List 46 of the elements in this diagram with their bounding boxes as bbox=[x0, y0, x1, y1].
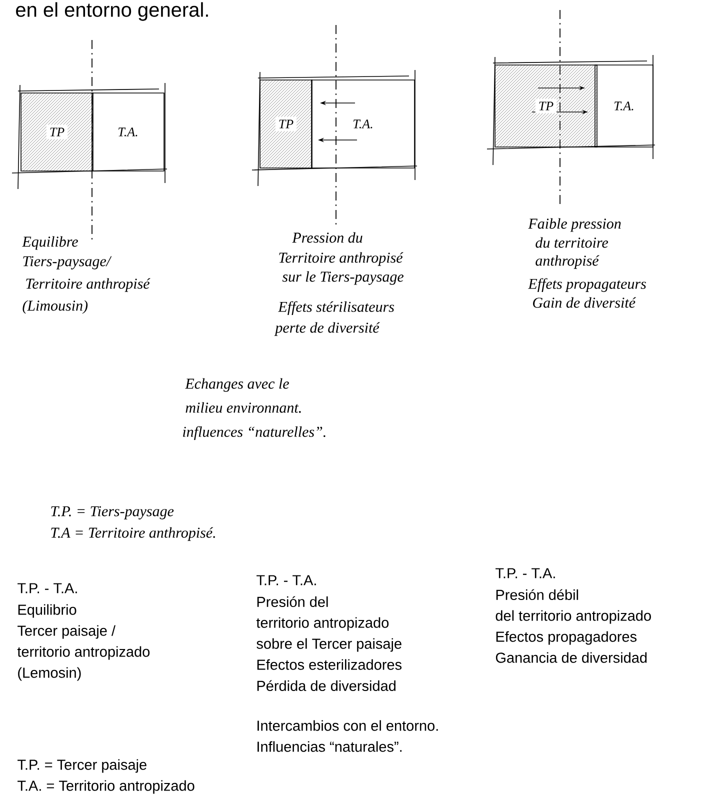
handwritten-note: (Limousin) bbox=[22, 300, 88, 314]
handwritten-note: Gain de diversité bbox=[533, 297, 636, 308]
caption-line: territorio antropizado bbox=[256, 617, 389, 631]
handwritten-note: Equilibre bbox=[22, 236, 78, 250]
caption-line: Presión del bbox=[257, 596, 328, 608]
caption-line: Influencias “naturales”. bbox=[258, 741, 402, 752]
caption-line: T.P. = Tercer paisaje bbox=[18, 759, 146, 773]
caption-line: Equilibrio bbox=[18, 604, 76, 618]
area-box: T.A. bbox=[311, 80, 415, 168]
handwritten-note: Territoire anthropisé bbox=[279, 252, 404, 266]
handwritten-note: Effets propagateurs bbox=[528, 278, 646, 292]
caption-line: Intercambios con el entorno. bbox=[258, 720, 438, 731]
caption-line: territorio antropizado bbox=[17, 646, 150, 660]
handwritten-note: T.A = Territoire anthropisé. bbox=[51, 527, 215, 541]
caption-line: Efectos esterilizadores bbox=[257, 659, 402, 670]
caption-line: Tercer paisaje / bbox=[18, 625, 116, 639]
hatched-area: TP bbox=[260, 80, 312, 168]
caption-line: del territorio antropizado bbox=[496, 610, 651, 624]
handwritten-note: anthropisé bbox=[536, 255, 600, 269]
caption-line: T.P. - T.A. bbox=[18, 583, 77, 594]
area-box: T.A. bbox=[594, 64, 654, 148]
heading-fragment: en el entorno general. bbox=[16, 2, 208, 21]
caption-line: Ganancia de diversidad bbox=[496, 652, 647, 663]
handwritten-note: Territoire anthropisé bbox=[26, 278, 150, 292]
handwritten-note: Echanges avec le bbox=[185, 378, 289, 392]
hatched-area: TP bbox=[494, 64, 598, 148]
handwritten-note: milieu environnant. bbox=[186, 402, 301, 413]
handwritten-note: T.P. = Tiers-paysage bbox=[51, 506, 174, 520]
caption-line: Pérdida de diversidad bbox=[257, 680, 396, 692]
caption-line: T.P. - T.A. bbox=[256, 575, 316, 586]
handwritten-note: Effets stérilisateurs bbox=[278, 301, 394, 315]
area-box: T.A. bbox=[92, 92, 164, 172]
caption-line: Presión débil bbox=[496, 589, 578, 600]
caption-line: Efectos propagadores bbox=[496, 631, 637, 645]
handwritten-note: Tiers-paysage/ bbox=[23, 256, 112, 270]
handwritten-note: Faible pression bbox=[528, 218, 621, 232]
caption-line: T.A. = Territorio antropizado bbox=[18, 780, 194, 794]
caption-line: (Lemosin) bbox=[18, 667, 81, 681]
hatched-area: TP bbox=[20, 92, 94, 172]
handwritten-note: du territoire bbox=[536, 237, 608, 248]
handwritten-note: influences “naturelles”. bbox=[183, 426, 326, 440]
caption-line: sobre el Tercer paisaje bbox=[256, 638, 402, 652]
handwritten-note: sur le Tiers-paysage bbox=[282, 271, 404, 285]
caption-line: T.P. - T.A. bbox=[496, 568, 555, 578]
handwritten-note: Pression du bbox=[292, 232, 362, 243]
handwritten-note: perte de diversité bbox=[274, 322, 380, 336]
